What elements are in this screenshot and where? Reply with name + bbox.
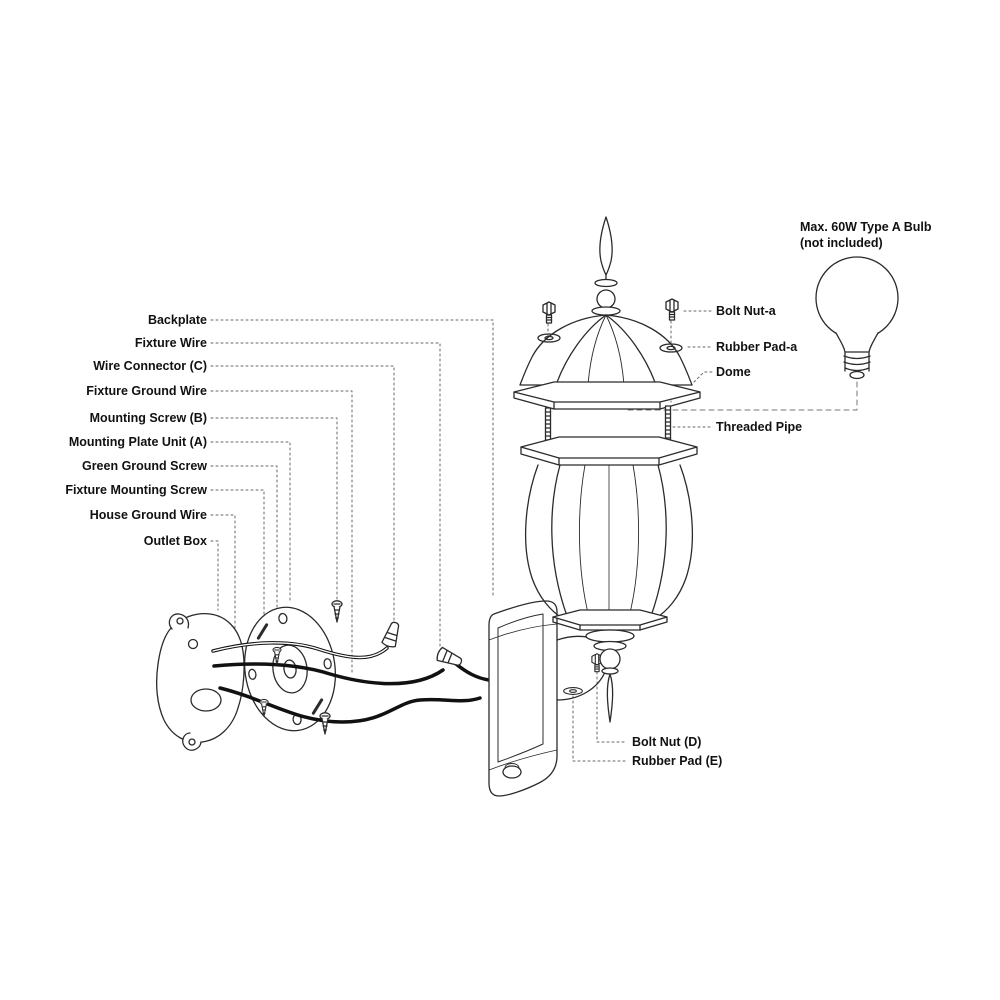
light-bulb-part [815, 256, 899, 380]
label-outlet-box: Outlet Box [143, 534, 207, 548]
label-house-ground-wire: House Ground Wire [89, 508, 207, 522]
label-rubber-pad-e: Rubber Pad (E) [632, 754, 723, 768]
label-mounting-plate-unit-a: Mounting Plate Unit (A) [68, 435, 207, 449]
label-fixture-ground-wire: Fixture Ground Wire [86, 384, 207, 398]
wires [211, 641, 491, 724]
lantern-top-finial [591, 216, 621, 316]
label-green-ground-screw: Green Ground Screw [81, 459, 207, 473]
wire-connector-part [380, 619, 465, 670]
rubber-pad-e-part [563, 687, 583, 695]
label-fixture-wire: Fixture Wire [134, 336, 207, 350]
label-rubber-pad-a: Rubber Pad-a [716, 340, 798, 354]
lantern-cage [520, 436, 698, 619]
outlet-box-part [156, 612, 245, 751]
lantern-bottom-finial [552, 609, 668, 723]
dome-part [513, 314, 701, 410]
label-dome: Dome [716, 365, 751, 379]
bulb-note: Max. 60W Type A Bulb (not included) [800, 219, 932, 251]
backplate-part [488, 600, 609, 797]
bulb-guide-line [623, 381, 858, 411]
label-bolt-nut-d: Bolt Nut (D) [632, 735, 702, 749]
label-bolt-nut-a: Bolt Nut-a [716, 304, 776, 318]
label-mounting-screw-b: Mounting Screw (B) [89, 411, 207, 425]
label-backplate: Backplate [147, 313, 207, 327]
bulb-note-line1: Max. 60W Type A Bulb [800, 220, 932, 234]
bulb-note-line2: (not included) [800, 236, 883, 250]
label-fixture-mounting-screw: Fixture Mounting Screw [65, 483, 207, 497]
label-wire-connector-c: Wire Connector (C) [93, 359, 207, 373]
label-threaded-pipe: Threaded Pipe [716, 420, 803, 434]
